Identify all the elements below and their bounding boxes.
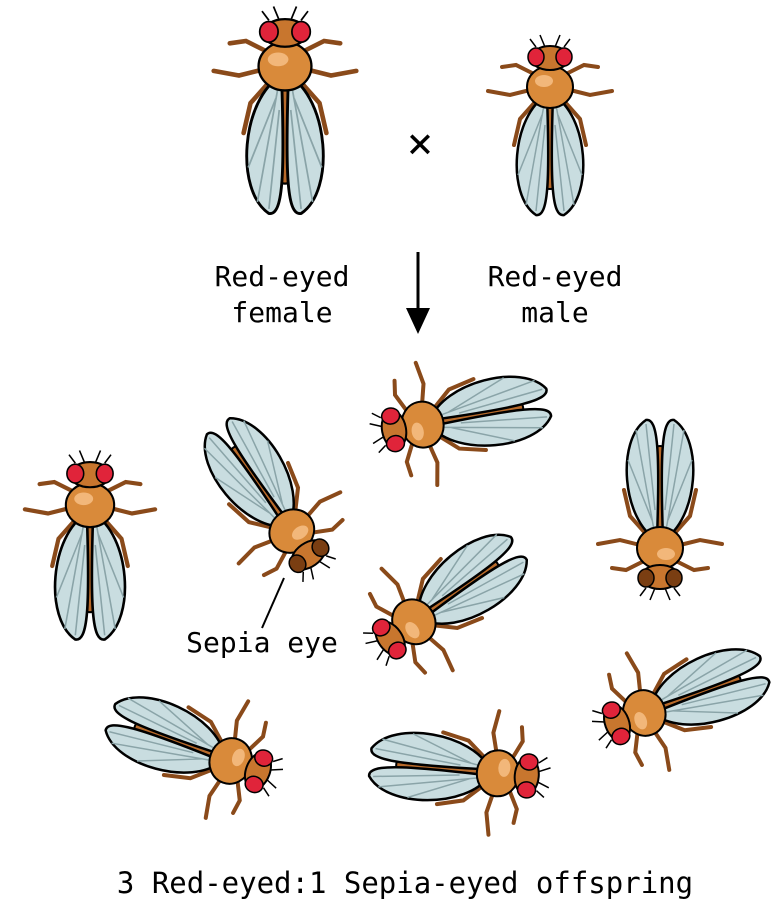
offspring-fly-5 — [598, 420, 722, 600]
offspring-fly-8 — [574, 611, 781, 789]
down-arrow-icon — [406, 252, 430, 334]
offspring-fly-6 — [89, 659, 301, 837]
offspring-fly-3 — [361, 341, 560, 494]
offspring-fly-1 — [25, 451, 155, 640]
sepia-callout-line — [262, 578, 284, 628]
sepia-eye-label: Sepia eye — [186, 626, 338, 659]
offspring-fly-7 — [365, 700, 555, 839]
female-label-line1: Red-eyed — [215, 260, 350, 293]
parent-male-fly — [488, 35, 612, 215]
male-label-line2: male — [521, 296, 588, 329]
offspring-fly-4 — [336, 498, 555, 703]
female-label-line2: female — [231, 296, 332, 329]
cross-symbol: × — [407, 118, 434, 169]
male-label-line1: Red-eyed — [488, 260, 623, 293]
offspring-ratio-caption: 3 Red-eyed:1 Sepia-eyed offspring — [117, 866, 693, 900]
offspring-fly-2 — [168, 391, 373, 610]
parent-female-fly — [214, 7, 357, 214]
